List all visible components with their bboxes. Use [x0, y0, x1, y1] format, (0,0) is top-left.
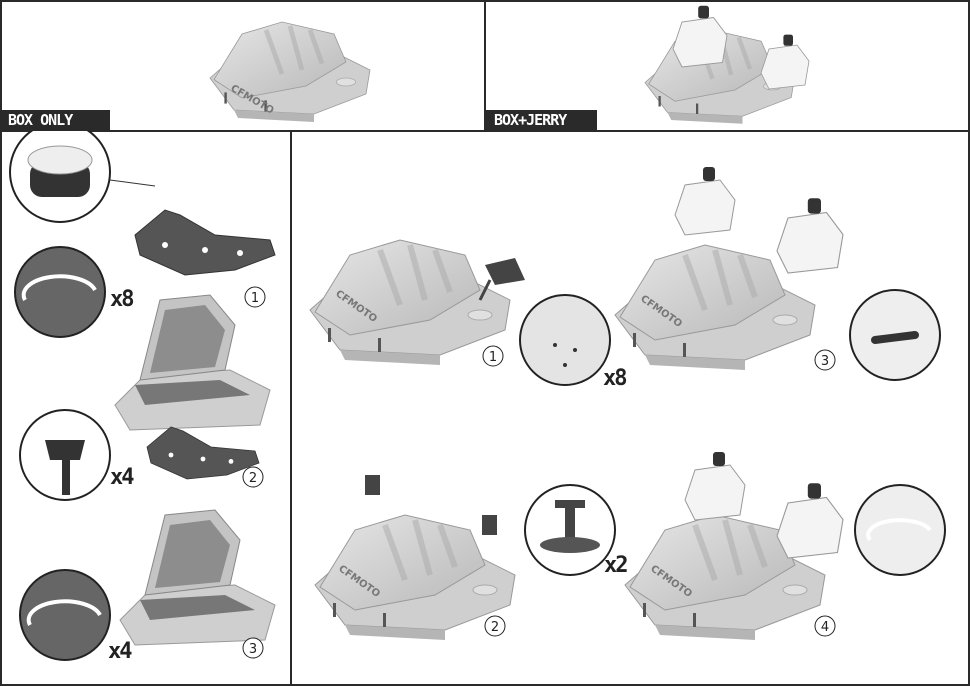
box-only-illustration: CFMOTO	[210, 22, 370, 122]
right-step-3-illustration: CFMOTO	[615, 166, 941, 381]
left-step-2-illustration	[19, 294, 271, 501]
svg-text:3: 3	[821, 354, 829, 369]
box-with-jerry-cans-illustration	[645, 5, 810, 124]
left-step-2-quantity: x4	[110, 465, 134, 490]
rotate-arrow-icon	[26, 599, 102, 626]
tighten-detail-inset	[14, 246, 106, 338]
right-step-1-number: 1	[482, 345, 504, 367]
right-step-4-number: 4	[814, 615, 836, 637]
svg-text:2: 2	[491, 620, 499, 635]
right-step-2-number: 2	[484, 615, 506, 637]
svg-text:4: 4	[821, 620, 829, 635]
svg-text:1: 1	[251, 291, 259, 306]
svg-text:3: 3	[249, 642, 257, 657]
right-step-3-number: 3	[814, 349, 836, 371]
bottom-right-panel	[290, 130, 970, 686]
drill-detail-inset	[519, 294, 611, 386]
svg-text:2: 2	[249, 471, 257, 486]
drill-icon	[485, 258, 525, 285]
left-step-1-number: 1	[244, 286, 266, 308]
svg-text:1: 1	[489, 350, 497, 365]
left-step-3-quantity: x4	[108, 639, 132, 664]
tighten-detail-inset	[854, 484, 946, 576]
right-step-1-illustration: CFMOTO	[310, 240, 611, 386]
rotate-arrow-icon	[866, 518, 932, 542]
right-step-2-illustration: CFMOTO	[315, 475, 616, 640]
knob-tighten-inset	[19, 569, 111, 661]
left-step-1-illustration	[9, 121, 276, 338]
left-step-3-number: 3	[242, 637, 264, 659]
left-step-2-number: 2	[242, 466, 264, 488]
box-only-label: BOX ONLY	[0, 110, 110, 131]
box-jerry-cans-label: BOX+JERRY CANS	[486, 110, 597, 150]
right-step-4-illustration: CFMOTO	[625, 451, 946, 640]
rotate-arrow-icon	[21, 274, 97, 301]
left-step-1-quantity: x8	[110, 287, 133, 312]
left-step-3-illustration	[19, 509, 276, 661]
right-step-2-quantity: x2	[604, 553, 627, 578]
right-step-1-quantity: x8	[603, 366, 626, 391]
